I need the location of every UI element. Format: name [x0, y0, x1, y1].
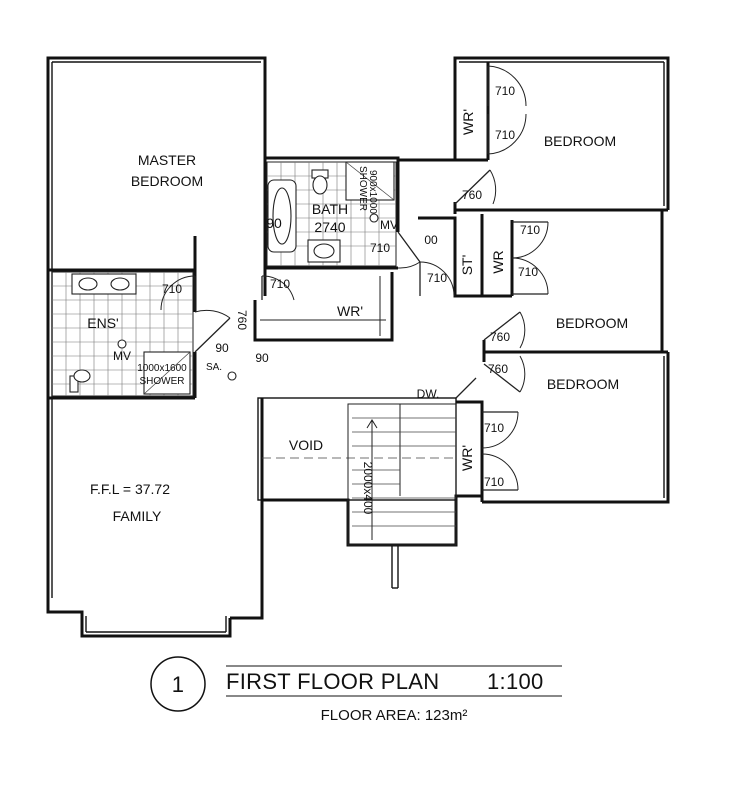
- bath-basin: [313, 243, 335, 259]
- stair-treads: [352, 417, 456, 527]
- void-and-stair: [257, 397, 457, 546]
- floor-area: FLOOR AREA: 123m²: [321, 707, 468, 724]
- label-st: ST': [459, 255, 475, 276]
- label-master-2: BEDROOM: [131, 173, 203, 189]
- stair-arrow-head: [366, 419, 378, 429]
- title-block: 1 FIRST FLOOR PLAN 1:100 FLOOR AREA: 123…: [150, 656, 562, 724]
- dim-760-bed3: 760: [488, 362, 508, 376]
- door-bath: [397, 231, 421, 263]
- label-stair-size: 2000x400: [361, 462, 375, 515]
- dim-710-ens: 710: [162, 282, 182, 296]
- wall-wr-hall: [253, 272, 394, 342]
- ens-mv-icon: [117, 339, 127, 349]
- label-wr-bed1: WR': [460, 109, 476, 135]
- ens-shower-cross: [143, 351, 191, 395]
- wall-family-bay: [46, 602, 232, 638]
- wall-st: [418, 216, 482, 298]
- bath-toilet-bowl: [312, 175, 328, 195]
- dim-760-ens: 760: [235, 310, 249, 330]
- label-ffl: F.F.L = 37.72: [90, 481, 170, 497]
- wall-bed3-wr: [456, 400, 484, 496]
- bath-shower-cross: [345, 161, 395, 201]
- doors: [160, 65, 549, 491]
- label-wr-bed3: WR': [459, 445, 475, 471]
- label-bath-shower-1: 900x1000: [367, 170, 378, 214]
- dim-760-bed1: 760: [462, 188, 482, 202]
- wall-bed3: [482, 352, 670, 504]
- dim-710-bath: 710: [370, 241, 390, 255]
- wall-bed2-right: [660, 208, 668, 354]
- door-bed1: [454, 169, 491, 205]
- wall-master-left: [46, 56, 267, 602]
- bath-mv-icon: [369, 213, 379, 223]
- label-dw: DW.: [417, 387, 440, 401]
- label-void: VOID: [289, 437, 323, 453]
- wall-bed1: [453, 56, 670, 210]
- dim-710-bed1-bottom: 710: [495, 128, 515, 142]
- wall-bath-top: [265, 156, 455, 162]
- interior-walls: [48, 62, 668, 500]
- stair-outline: [347, 403, 457, 546]
- plan-number: 1: [172, 672, 185, 697]
- ens-toilet-bowl: [73, 369, 91, 383]
- dim-710-wr-top: 710: [520, 223, 540, 237]
- label-sa: SA.: [206, 362, 222, 373]
- label-bedroom-2: BEDROOM: [556, 315, 628, 331]
- bathtub-basin: [272, 187, 292, 245]
- label-wr-hall: WR': [337, 303, 363, 319]
- ens-basin-right: [110, 277, 130, 291]
- label-ens-shower-2: SHOWER: [140, 376, 185, 387]
- label-bath-shower-2: SHOWER: [357, 166, 368, 211]
- ens-basin-left: [78, 277, 98, 291]
- label-bedroom-3: BEDROOM: [547, 376, 619, 392]
- label-master-1: MASTER: [138, 152, 196, 168]
- label-bath-dim: 2740: [314, 219, 345, 235]
- door-ens: [194, 317, 231, 353]
- dim-710-bed3-bottom: 710: [484, 475, 504, 489]
- dim-90-ens: 90: [215, 341, 229, 355]
- dim-90-hall: 90: [255, 351, 269, 365]
- plan-number-circle: [150, 656, 206, 712]
- label-bedroom-1: BEDROOM: [544, 133, 616, 149]
- void-outline: [257, 397, 457, 501]
- dim-710-bed3-top: 710: [484, 421, 504, 435]
- dim-710-st-left: 710: [427, 271, 447, 285]
- label-wr-bed2: WR: [490, 250, 506, 273]
- label-ens-shower-1: 1000x1600: [137, 363, 187, 374]
- plan-title: FIRST FLOOR PLAN: [226, 669, 439, 694]
- dim-710-bed1-top: 710: [495, 84, 515, 98]
- dim-00-st: 00: [424, 233, 438, 247]
- dim-90-bath: 90: [266, 215, 282, 231]
- fixture-labels: 900x1000 SHOWER MV MV 1000x1600 SHOWER: [113, 166, 398, 387]
- label-ens: ENS': [87, 315, 118, 331]
- label-bath-mv: MV: [380, 218, 398, 232]
- dim-760-bed2: 760: [490, 330, 510, 344]
- room-labels: MASTER BEDROOM BATH 2740 BEDROOM BEDROOM…: [87, 109, 628, 524]
- dim-710-st-right: 710: [518, 265, 538, 279]
- smoke-alarm-icon: [227, 371, 237, 381]
- label-ens-mv: MV: [113, 349, 131, 363]
- plan-scale: 1:100: [487, 669, 544, 694]
- wall-stair-right: [230, 494, 484, 620]
- door-bed2: [483, 311, 521, 341]
- label-family: FAMILY: [113, 508, 162, 524]
- dimension-labels: 710 710 760 710 90 710 710 710 00 710 71…: [162, 84, 540, 489]
- fixtures: [69, 161, 395, 395]
- label-bath: BATH: [312, 201, 348, 217]
- dim-710-wr-hall: 710: [270, 277, 290, 291]
- exterior-walls: [46, 56, 670, 638]
- door-bed3: [483, 363, 521, 393]
- door-dw: [455, 377, 477, 399]
